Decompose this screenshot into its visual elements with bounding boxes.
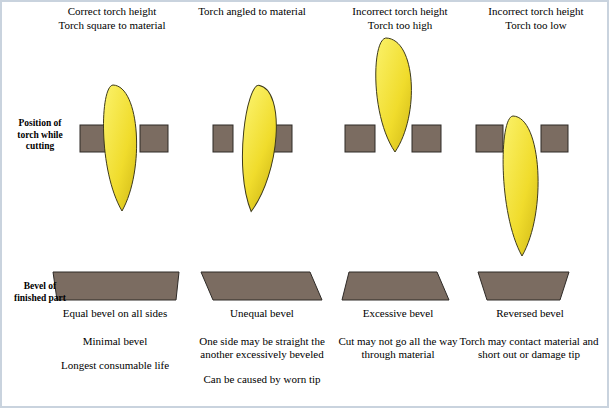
note: Longest consumable life <box>45 359 185 372</box>
note: Torch may contact material and short out… <box>456 335 602 361</box>
torch-flame <box>233 84 283 213</box>
torch-flame <box>376 38 412 152</box>
column-heading: Torch too low <box>471 19 601 32</box>
material-block <box>140 125 168 152</box>
note: Unequal bevel <box>192 307 332 320</box>
note: Equal bevel on all sides <box>45 307 185 320</box>
row-label: Position of torch while cutting <box>7 118 73 153</box>
note: Excessive bevel <box>328 307 468 320</box>
note: Cut may not go all the way through mater… <box>323 335 473 361</box>
material-block <box>412 125 441 152</box>
note: Can be caused by worn tip <box>187 373 337 386</box>
note: Reversed bevel <box>460 307 600 320</box>
column-heading: Torch angled to material <box>182 5 322 18</box>
material-block <box>476 125 503 152</box>
material-block <box>80 125 105 152</box>
material-block <box>345 125 375 152</box>
column-heading: Torch square to material <box>42 19 182 32</box>
material-block <box>213 125 233 152</box>
column-heading: Correct torch height <box>42 5 182 18</box>
material-block <box>541 125 568 152</box>
note: One side may be straight the another exc… <box>187 335 337 361</box>
note: Minimal bevel <box>45 335 185 348</box>
torch-flame <box>503 116 538 256</box>
row-label: Bevel of finished part <box>7 281 73 304</box>
finished-part <box>342 272 449 300</box>
finished-part <box>478 272 569 300</box>
torch-flame <box>103 85 136 211</box>
column-heading: Incorrect torch height <box>471 5 601 18</box>
column-heading: Torch too high <box>330 19 470 32</box>
finished-part <box>201 272 322 300</box>
finished-part <box>53 272 179 300</box>
column-heading: Incorrect torch height <box>330 5 470 18</box>
